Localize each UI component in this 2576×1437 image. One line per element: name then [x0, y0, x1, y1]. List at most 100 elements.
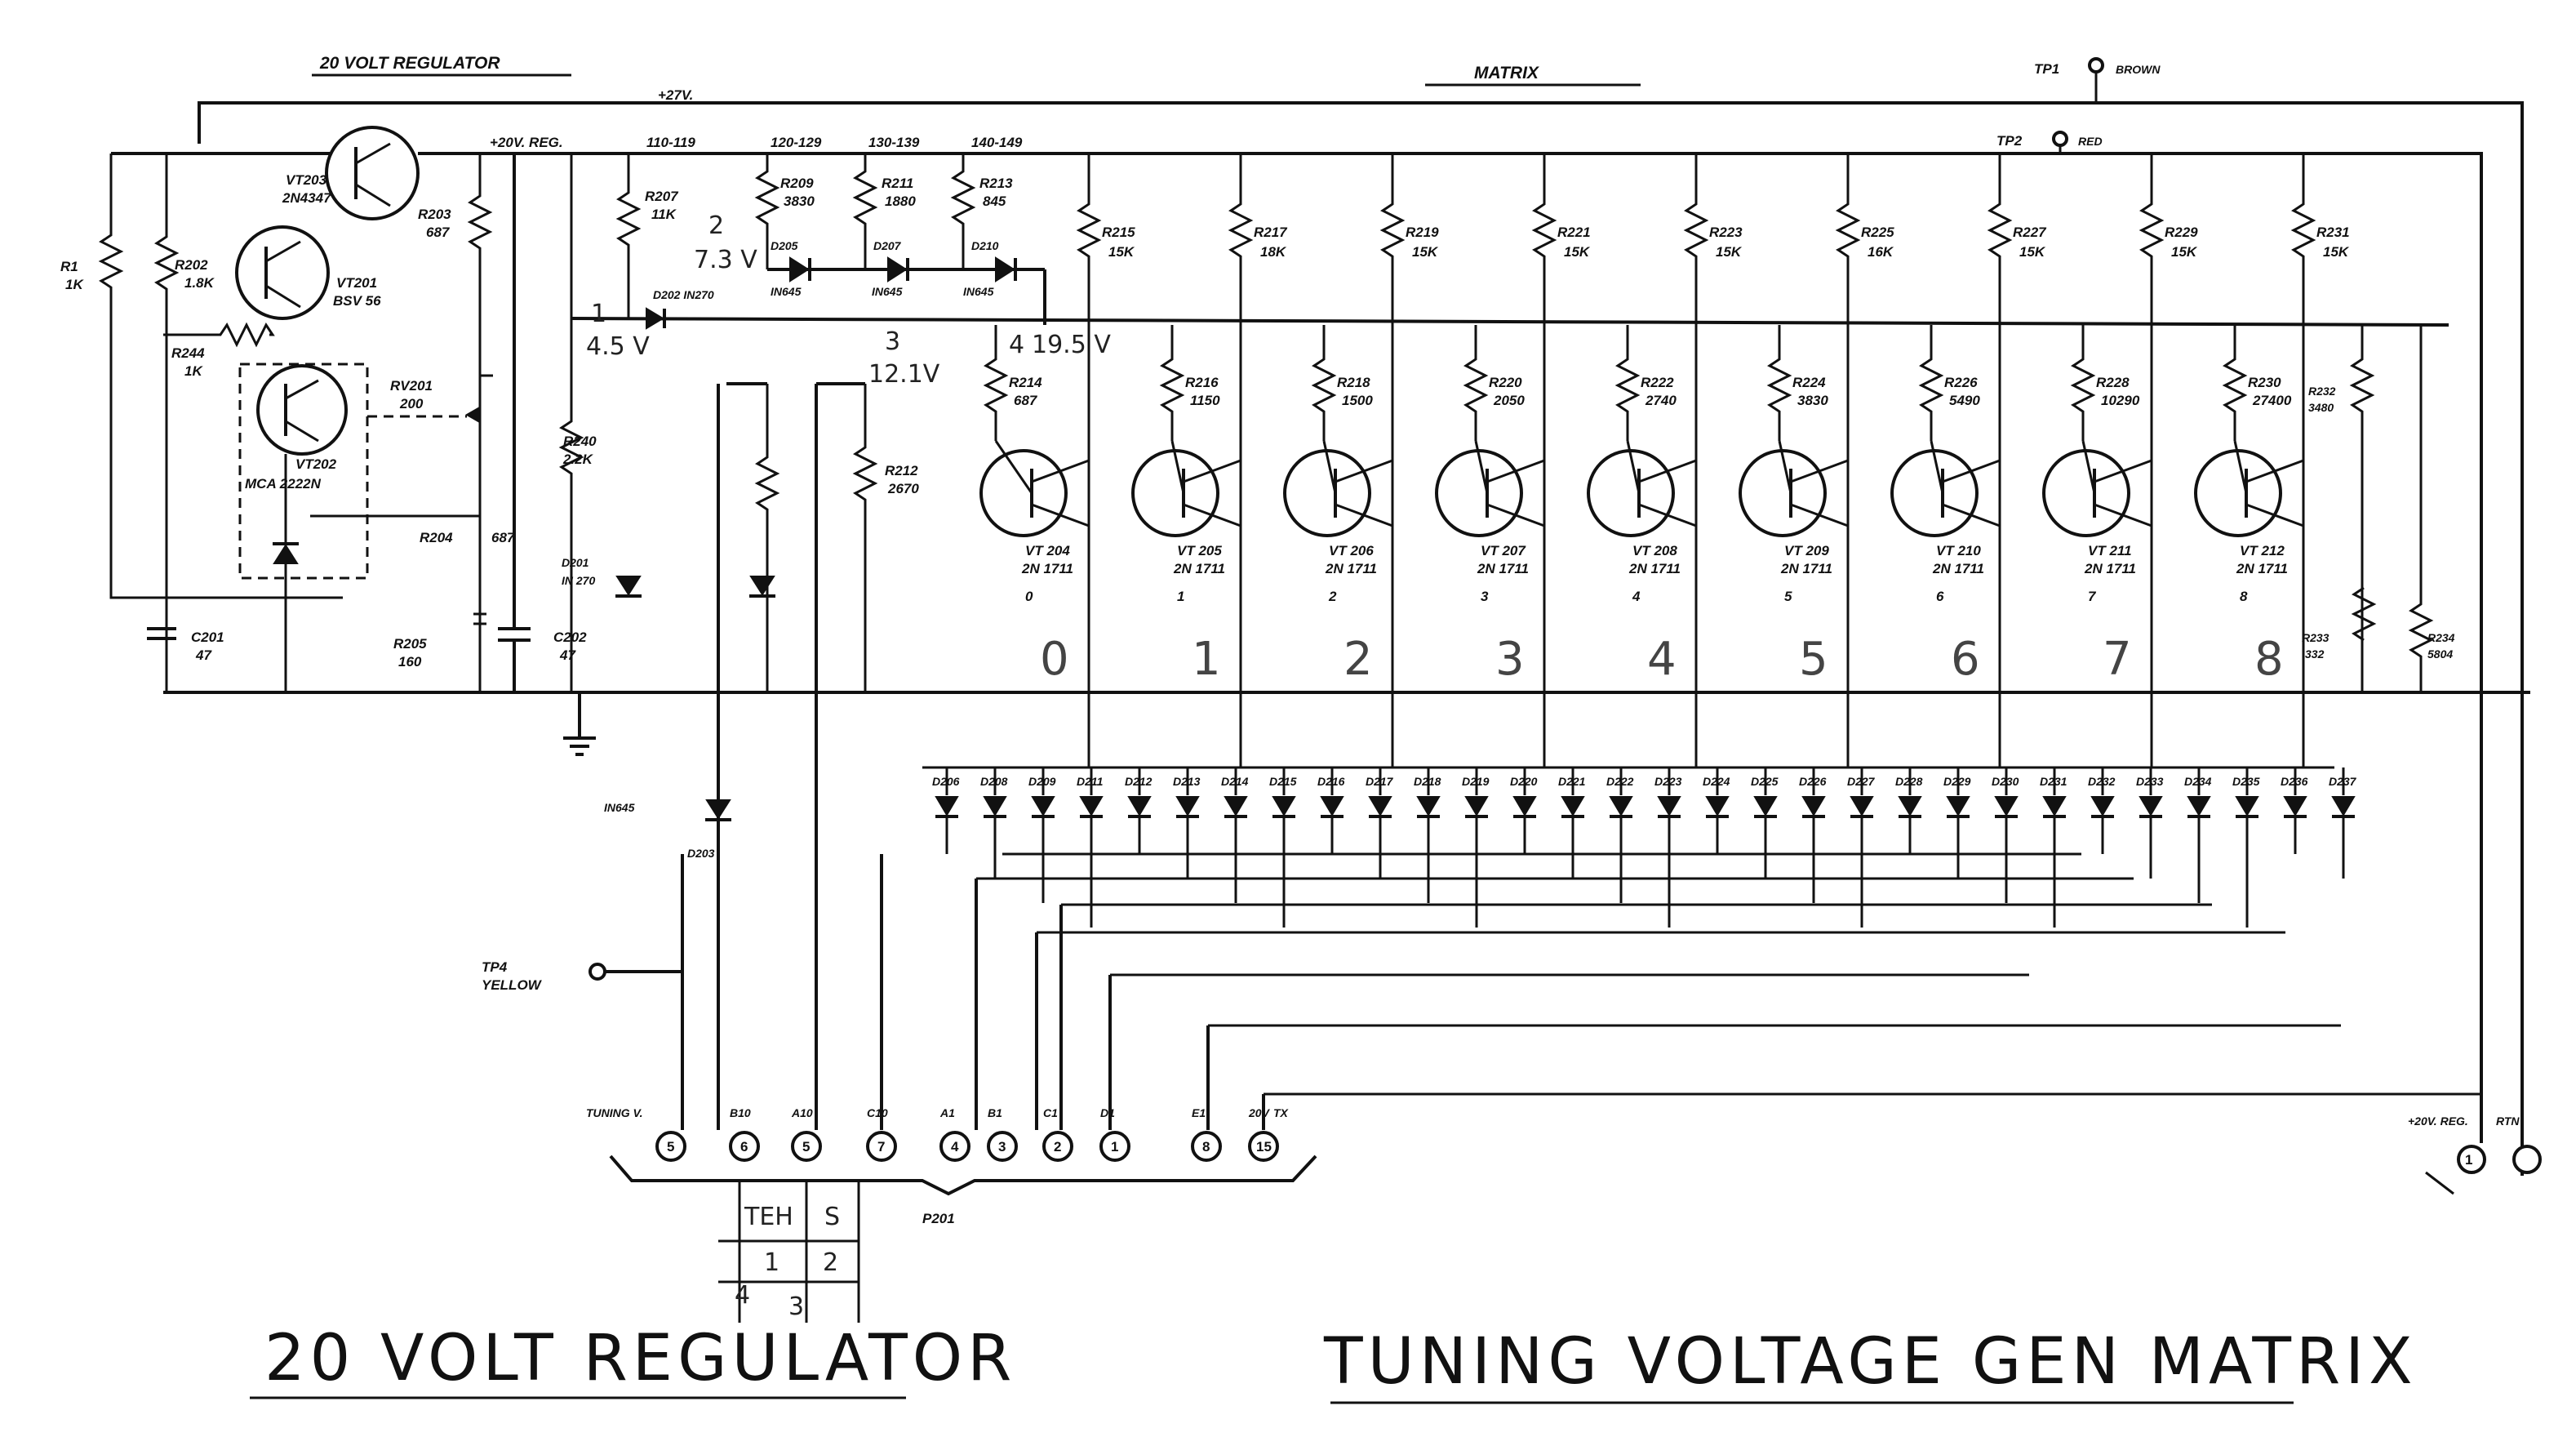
matrix-diode-4: D212: [1125, 767, 1153, 854]
stage-number: 0: [1025, 589, 1033, 604]
matrix-diode-11: D219: [1462, 767, 1490, 928]
svg-text:D234: D234: [2184, 775, 2212, 788]
svg-text:VT202: VT202: [295, 456, 337, 472]
svg-text:MCA 2222N: MCA 2222N: [245, 476, 322, 492]
svg-text:1: 1: [764, 1248, 779, 1277]
svg-text:20V: 20V: [1248, 1106, 1271, 1119]
svg-text:A1: A1: [939, 1106, 955, 1119]
tp1[interactable]: TP1 BROWN: [2034, 57, 2161, 103]
matrix-diode-1: D208: [980, 767, 1008, 879]
svg-text:D220: D220: [1510, 775, 1538, 788]
transistor-type: 2N 1711: [1780, 561, 1832, 576]
matrix-diode-13: D221: [1558, 767, 1586, 879]
matrix-diode-21: D229: [1943, 767, 1971, 879]
svg-text:687: 687: [491, 530, 516, 545]
connector-pin-4[interactable]: 4 A1: [939, 1106, 970, 1162]
right-pin-1[interactable]: [2457, 1145, 2486, 1174]
svg-text:3: 3: [885, 327, 900, 356]
handwritten-pin-map: TEH S 1 2 4 3: [718, 1181, 860, 1323]
matrix-diode-27: D235: [2232, 767, 2260, 928]
svg-text:D216: D216: [1317, 775, 1345, 788]
svg-text:1: 1: [2465, 1152, 2472, 1168]
top-resistor: [1228, 153, 1254, 576]
top-resistor-ref: R217: [1254, 225, 1288, 240]
top-resistor-ref: R219: [1406, 225, 1439, 240]
svg-text:D232: D232: [2088, 775, 2116, 788]
svg-text:3480: 3480: [2308, 401, 2334, 414]
svg-text:47: 47: [559, 647, 576, 663]
top-resistor: [1835, 153, 1861, 576]
svg-text:D227: D227: [1847, 775, 1876, 788]
svg-text:RV201: RV201: [390, 378, 433, 394]
svg-text:D208: D208: [980, 775, 1008, 788]
tp2[interactable]: TP2 RED: [1996, 131, 2103, 153]
svg-text:E1: E1: [1192, 1106, 1206, 1119]
stage-digit: 7: [2103, 633, 2132, 686]
svg-text:D214: D214: [1221, 775, 1249, 788]
stage-number: 8: [2240, 589, 2248, 604]
svg-text:1.8K: 1.8K: [184, 275, 215, 291]
transistor-symbol: [1283, 449, 1371, 537]
svg-text:B10: B10: [730, 1106, 751, 1119]
top-resistor-ref: R227: [2013, 225, 2047, 240]
top-resistor-value: 18K: [1260, 244, 1287, 260]
svg-text:D203: D203: [687, 847, 715, 860]
connector-pin-6[interactable]: 2C1: [1042, 1106, 1073, 1162]
svg-text:2N4347: 2N4347: [282, 190, 332, 206]
connector-pin-7[interactable]: 1D1: [1099, 1106, 1130, 1162]
stage-digit: 6: [1951, 633, 1980, 686]
svg-text:D230: D230: [1992, 775, 2019, 788]
top-resistor-value: 15K: [1412, 244, 1439, 260]
feed-section: 110-119 120-129 130-139 140-149 R207 11K…: [562, 135, 2449, 860]
transistor-ref: VT 209: [1784, 543, 1829, 558]
svg-text:TP1: TP1: [2034, 61, 2059, 77]
matrix-diode-17: D225: [1751, 767, 1779, 879]
top-resistor: [1683, 153, 1709, 576]
top-resistor-value: 15K: [1108, 244, 1135, 260]
bias-resistor-ref: R222: [1641, 375, 1674, 390]
svg-text:1: 1: [1111, 1139, 1118, 1154]
svg-text:D211: D211: [1077, 775, 1104, 788]
right-pin-2[interactable]: [2512, 1145, 2542, 1174]
top-resistor-value: 15K: [1564, 244, 1591, 260]
svg-text:845: 845: [983, 194, 1006, 209]
svg-text:D226: D226: [1799, 775, 1827, 788]
bias-resistor-value: 10290: [2101, 393, 2140, 408]
svg-text:R244: R244: [171, 345, 205, 361]
top-resistor-value: 15K: [2323, 244, 2350, 260]
svg-text:R233: R233: [2302, 631, 2330, 644]
svg-text:2: 2: [708, 211, 724, 240]
svg-text:D233: D233: [2136, 775, 2164, 788]
bias-resistor-value: 5490: [1949, 393, 1980, 408]
transistor-symbol: [1435, 449, 1523, 537]
bias-resistor-value: 687: [1014, 393, 1038, 408]
matrix-diode-24: D232: [2088, 767, 2116, 854]
svg-text:RTN: RTN: [2496, 1114, 2520, 1128]
svg-text:4: 4: [951, 1139, 959, 1154]
top-resistor-value: 15K: [1716, 244, 1743, 260]
svg-text:3: 3: [998, 1139, 1006, 1154]
svg-text:R207: R207: [645, 189, 679, 204]
svg-text:1880: 1880: [885, 194, 916, 209]
svg-text:R204: R204: [420, 530, 453, 545]
connector-pin-5[interactable]: 3B1: [987, 1106, 1018, 1162]
regulator-header: 20 VOLT REGULATOR: [319, 54, 500, 73]
stage-number: 2: [1328, 589, 1337, 604]
transistor-symbol: [1739, 449, 1827, 537]
transistor-symbol: [1890, 449, 1979, 537]
transistor-ref: VT 212: [2240, 543, 2285, 558]
svg-text:D219: D219: [1462, 775, 1490, 788]
top-resistor-value: 15K: [2019, 244, 2046, 260]
bias-resistor-ref: R220: [1489, 375, 1522, 390]
top-resistor: [2290, 153, 2316, 576]
tp4[interactable]: TP4 YELLOW: [482, 959, 682, 993]
matrix-diode-18: D226: [1799, 767, 1827, 903]
transistor-ref: VT 211: [2088, 543, 2132, 558]
matrix-diode-0: D206: [932, 767, 960, 854]
connector-pin-8[interactable]: 8E1: [1191, 1106, 1222, 1162]
